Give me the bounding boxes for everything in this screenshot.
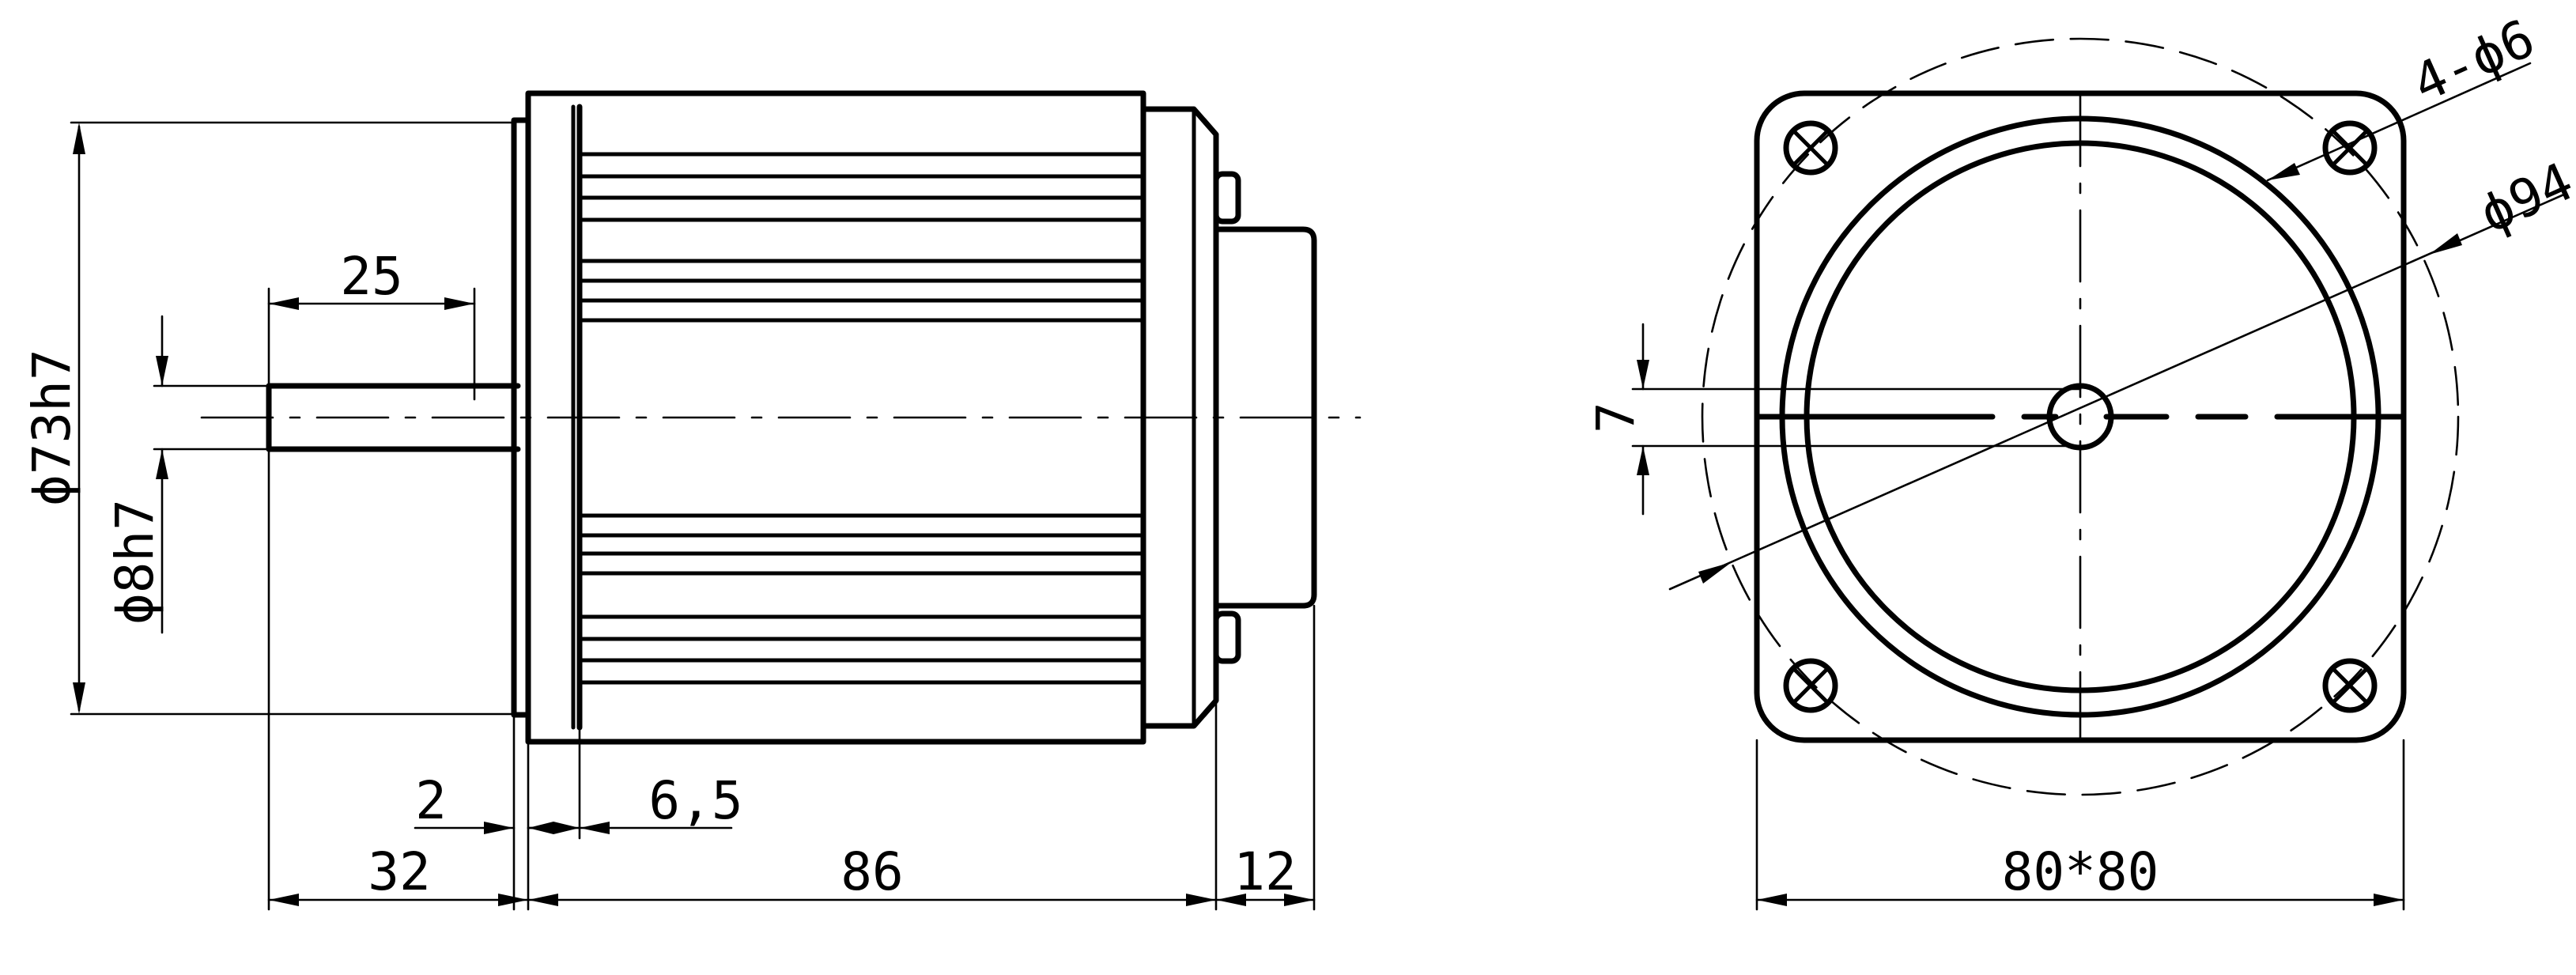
dim-shaft-key-length: 25 bbox=[267, 246, 476, 310]
lower-cooling-fins bbox=[577, 513, 1146, 685]
mount-hole-top-left bbox=[1783, 120, 1838, 176]
front-view: 4-ϕ6 ϕ94 7 80*80 bbox=[1585, 8, 2576, 911]
dim-flange-offset: 2 bbox=[414, 770, 555, 834]
rear-bolt-bottom bbox=[1213, 610, 1241, 664]
side-view: ϕ73h7 ϕ8h7 25 2 bbox=[21, 90, 1362, 911]
dim-rear-cap-length: 12 bbox=[1214, 841, 1316, 906]
label-rear-cap-length: 12 bbox=[1233, 841, 1296, 902]
upper-cooling-fins bbox=[577, 152, 1146, 323]
motor-body bbox=[525, 90, 1146, 745]
dim-shaft-diameter: ϕ8h7 bbox=[104, 315, 168, 634]
terminal-box bbox=[1213, 226, 1317, 609]
dim-shaft-flat: 7 bbox=[1585, 323, 2082, 516]
dim-fin-offset: 6,5 bbox=[527, 770, 743, 834]
label-flange-offset: 2 bbox=[415, 770, 447, 831]
bolt-circle bbox=[1701, 37, 2460, 796]
label-shaft-key-length: 25 bbox=[340, 246, 402, 307]
label-shaft-length: 32 bbox=[368, 841, 430, 902]
label-bolt-circle: ϕ94 bbox=[2471, 151, 2576, 245]
label-body-length: 86 bbox=[840, 841, 903, 902]
dim-body-diameter: ϕ73h7 bbox=[21, 123, 85, 714]
label-shaft-diameter: ϕ8h7 bbox=[104, 499, 165, 625]
label-fin-offset: 6,5 bbox=[648, 770, 742, 831]
label-shaft-flat: 7 bbox=[1585, 402, 1646, 433]
mount-hole-bottom-right bbox=[2322, 658, 2378, 713]
mount-hole-bottom-left bbox=[1783, 658, 1838, 713]
dim-bolt-circle: ϕ94 bbox=[1668, 151, 2576, 591]
mount-hole-top-right bbox=[2322, 120, 2378, 176]
label-flange-size: 80*80 bbox=[2002, 841, 2159, 902]
rear-cap bbox=[1140, 106, 1219, 729]
dim-flange-size: 80*80 bbox=[1755, 739, 2405, 911]
label-mount-holes: 4-ϕ6 bbox=[2404, 8, 2544, 115]
rear-bolt-top bbox=[1213, 171, 1241, 225]
dim-body-length: 86 bbox=[527, 841, 1218, 906]
label-body-diameter: ϕ73h7 bbox=[21, 349, 82, 506]
front-shaft bbox=[2046, 383, 2114, 451]
dim-shaft-length: 32 bbox=[267, 841, 530, 906]
